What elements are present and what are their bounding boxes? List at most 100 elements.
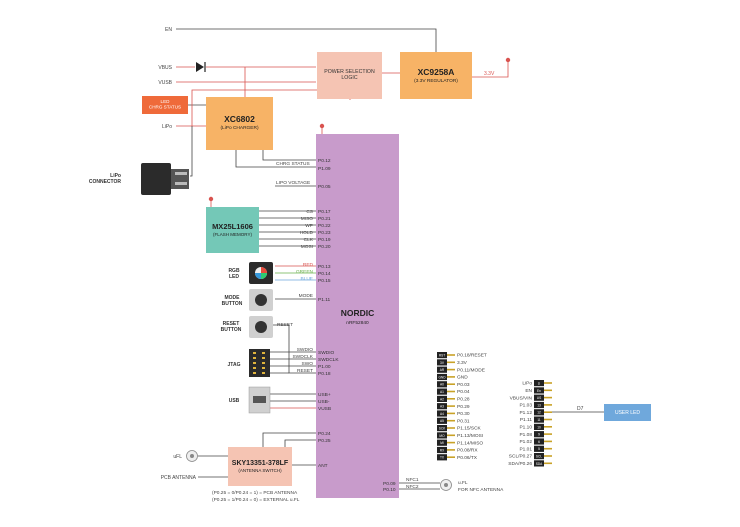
header-pin-label: 3.3V	[457, 360, 468, 366]
header-pin-code: 11	[537, 418, 541, 422]
pin-flash-4: P0.19	[318, 237, 331, 243]
header-pin-lead	[447, 354, 455, 356]
reset-sig-label: RESET	[277, 322, 293, 328]
pin-green: P0.14	[318, 271, 331, 277]
pin-p109: P1.09	[318, 166, 331, 172]
flash-sig-3: HOLD	[300, 230, 314, 236]
p109-wire	[262, 150, 316, 161]
reset-button-icon	[249, 316, 273, 338]
header-pin-label: SDA/P0.26	[508, 461, 532, 467]
header-pin	[534, 438, 544, 445]
nfc2-label: NFC2	[406, 484, 419, 490]
pin-usb-0: USB+	[318, 392, 331, 398]
antenna-switch-sub: (ANTENNA SWITCH)	[238, 468, 282, 473]
nordic-block	[316, 134, 399, 498]
header-pin-code: En	[537, 389, 541, 393]
jtag-signal-labels: SWDIO SWDCLK SWO RESET	[292, 347, 313, 374]
header-pin-code: MO	[439, 434, 445, 438]
header-pin-code: A3	[440, 405, 444, 409]
header-pin-label: P1.08	[519, 432, 532, 438]
regulator-block	[400, 52, 472, 99]
header-pin-lead	[447, 398, 455, 400]
header-pin-code: 6	[538, 440, 540, 444]
flash-signal-labels: CS MISO WP HOLD CLK MOSI	[300, 209, 314, 250]
nordic-power-dot	[319, 123, 325, 129]
header-pin-code: 10	[537, 425, 541, 429]
jtag-sig-3: RESET	[297, 368, 313, 374]
header-pin-code: MI	[440, 441, 444, 445]
pin-flash-5: P0.20	[318, 244, 331, 250]
flash-block	[206, 207, 259, 253]
header-right: LiLiPoEnENUSVBUS/VIN13P1.0312P1.1211P1.1…	[508, 380, 552, 467]
nfc-label-1: u.FL	[458, 480, 468, 486]
header-pin-lead	[544, 396, 552, 399]
header-pin-code: TX	[440, 456, 445, 460]
ant-pin-b-wire	[284, 439, 316, 447]
pin-flash-3: P0.23	[318, 230, 331, 236]
reg-out-wire	[472, 62, 509, 78]
regulator-sub: (3.3V REGULATOR)	[414, 78, 458, 84]
header-pin	[437, 366, 447, 373]
charger-title: XC6802	[224, 114, 255, 124]
header-pin	[534, 423, 544, 430]
vusb-label: VUSB	[158, 80, 172, 86]
ufl-label: uFL	[173, 454, 182, 460]
header-pin-label: P1.03	[519, 403, 532, 409]
jtag-wires	[270, 351, 316, 374]
pin-ant-a: P0.24	[318, 431, 331, 437]
pin-nfc-2: P0.10	[383, 487, 396, 493]
usb-connector-icon	[248, 386, 271, 414]
header-pin	[437, 352, 447, 359]
header-pin-code: 13	[537, 403, 541, 407]
jtag-label: JTAG	[228, 362, 241, 368]
header-pin-code: 12	[537, 411, 541, 415]
header-pin	[437, 381, 447, 388]
pin-flash-2: P0.22	[318, 223, 331, 229]
header-pin-lead	[544, 455, 552, 457]
header-pin-lead	[544, 462, 552, 465]
header-pin-lead	[544, 382, 552, 384]
header-pin-label: P0.03	[457, 382, 470, 388]
antenna-note-1: (P0.25 = 0/P0.24 = 1) = PCB ANTENNA	[212, 490, 298, 496]
antenna-note-2: (P0.25 = 1/P0.24 = 0) = EXTERNAL u.FL	[212, 497, 300, 503]
header-pin	[437, 410, 447, 417]
header-pin	[437, 373, 447, 381]
header-pin-label: P0.29	[457, 404, 470, 410]
header-pin	[437, 403, 447, 410]
header-pin-lead	[447, 405, 455, 407]
header-pin	[437, 454, 447, 461]
en-label: EN	[165, 27, 172, 33]
header-pin-lead	[544, 426, 552, 428]
header-pin-label: P1.01	[519, 446, 532, 452]
header-pin-code: A1	[440, 390, 444, 394]
pcb-antenna-label: PCB ANTENNA	[161, 475, 197, 481]
header-pin-lead	[544, 440, 552, 443]
flash-sub: (FLASH MEMORY)	[213, 232, 252, 237]
header-pin-label: EN	[525, 388, 532, 394]
header-pin	[437, 439, 447, 446]
regulator-title: XC9258A	[418, 67, 455, 77]
header-pin-code: A0	[440, 383, 444, 387]
header-pin-code: GND	[438, 375, 446, 379]
antenna-switch-title: SKY13351-378LF	[232, 460, 289, 467]
header-pin-lead	[447, 456, 455, 458]
pin-jtag-0: SWDIO	[318, 350, 335, 356]
header-pin-lead	[447, 376, 455, 378]
lipo-voltage-label: LIPO VOLTAGE	[276, 180, 310, 186]
header-pin-code: A4	[440, 412, 444, 416]
header-pin-code: 9	[538, 433, 540, 437]
flash-sig-0: CS	[306, 209, 313, 215]
mode-sig-label: MODE	[299, 293, 313, 299]
power-selection-block	[317, 52, 382, 99]
lipo-connector-icon	[141, 163, 189, 195]
header-pin-lead	[447, 361, 455, 364]
pin-red: P0.13	[318, 264, 331, 270]
reg-out-dot	[505, 57, 511, 63]
header-pin-code: RX	[440, 448, 445, 452]
jtag-sig-0: SWDIO	[297, 347, 314, 353]
nordic-sub: nRF52840	[346, 320, 369, 326]
